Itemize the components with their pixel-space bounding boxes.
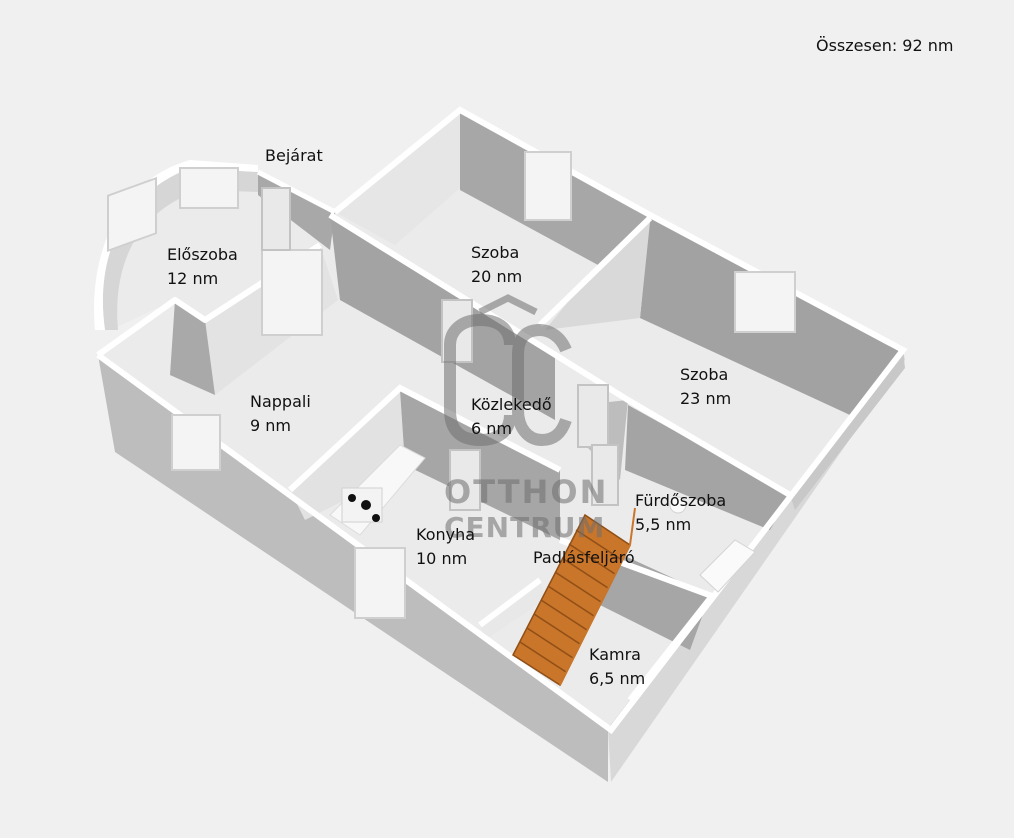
- wall-konyha-north: [290, 390, 405, 520]
- window-icon: [107, 151, 796, 619]
- total-area: Összesen: 92 nm: [816, 36, 954, 55]
- outer-wall-southwest: [98, 355, 608, 782]
- room-label-eloszoba: Előszoba 12 nm: [167, 245, 238, 288]
- stairs: [512, 507, 636, 687]
- room-label-szoba-20: Szoba 20 nm: [471, 243, 523, 286]
- door-icon: [261, 187, 619, 511]
- room-label-konyha: Konyha 10 nm: [416, 525, 476, 568]
- room-label-padlasfeljaro: Padlásfeljáró: [533, 548, 635, 567]
- watermark-logo: OTTHON CENTRUM: [444, 294, 608, 544]
- room-label-furdoszoba: Fürdőszoba 5,5 nm: [635, 491, 727, 534]
- room-label-kozlekedo: Közlekedő 6 nm: [471, 395, 552, 438]
- outer-wall-east: [790, 350, 905, 510]
- watermark-line1: OTTHON: [444, 473, 608, 511]
- room-label-szoba-23: Szoba 23 nm: [680, 365, 732, 408]
- bathtub-icon: [699, 539, 756, 593]
- sink-icon: [669, 496, 687, 514]
- room-label-kamra: Kamra 6,5 nm: [589, 645, 646, 688]
- watermark-line2: CENTRUM: [444, 511, 605, 544]
- stove-icon: [341, 487, 383, 523]
- room-label-nappali: Nappali 9 nm: [250, 392, 311, 435]
- room-label-bejarat: Bejárat: [265, 146, 323, 165]
- wall-szoba-20-north: [335, 112, 460, 245]
